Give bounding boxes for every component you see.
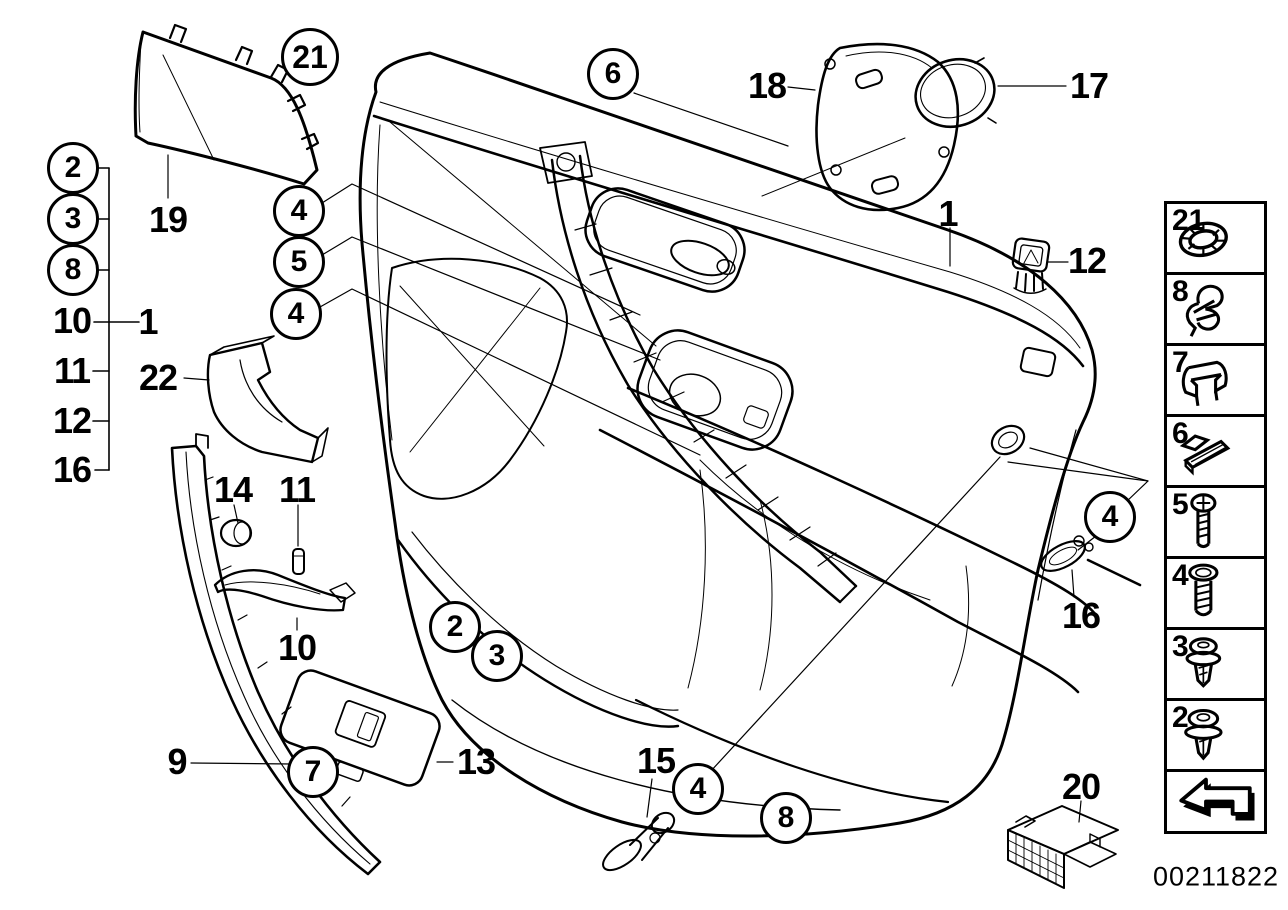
callout-circle-6[interactable]: 6 (587, 48, 639, 100)
callout-circle-8b[interactable]: 8 (760, 792, 812, 844)
trim-strip-9 (170, 433, 382, 876)
legend-item-8[interactable]: 8 (1164, 272, 1267, 346)
legend-item-label: 3 (1172, 630, 1189, 663)
callout-circle-3[interactable]: 3 (47, 193, 99, 245)
callout-label: 4 (1101, 500, 1119, 533)
label-12-legend[interactable]: 12 (52, 400, 92, 441)
callout-label: 4 (689, 772, 707, 805)
legend-direction-arrow[interactable] (1164, 769, 1267, 834)
pin-11 (292, 548, 305, 575)
label-10[interactable]: 10 (277, 627, 317, 668)
armrest-grip-opening (636, 329, 794, 451)
torx-screw-icon (1188, 563, 1219, 617)
courtesy-lamp-20 (1007, 805, 1119, 889)
window-switch-panel-13 (279, 669, 441, 787)
label-10-legend[interactable]: 10 (52, 300, 92, 341)
legend-item-7[interactable]: 7 (1164, 343, 1267, 417)
callout-circle-4b[interactable]: 4 (270, 288, 322, 340)
label-22[interactable]: 22 (138, 357, 178, 398)
callout-circle-21[interactable]: 21 (281, 28, 339, 86)
expansion-rivet-icon (1184, 708, 1223, 761)
label-11[interactable]: 11 (278, 469, 316, 510)
clip-12 (1011, 237, 1051, 294)
label-13[interactable]: 13 (456, 741, 496, 782)
legend-item-21[interactable]: 21 (1164, 201, 1267, 275)
legend-item-label: 5 (1172, 488, 1189, 521)
expansion-rivet-icon (1185, 637, 1222, 688)
legend-item-label: 4 (1172, 559, 1189, 592)
legend-item-label: 2 (1172, 701, 1189, 734)
callout-label: 2 (446, 610, 464, 643)
callout-label: 6 (604, 57, 622, 90)
legend-item-label: 7 (1172, 346, 1189, 379)
callout-label: 5 (290, 245, 308, 278)
label-20[interactable]: 20 (1061, 766, 1101, 807)
callout-circle-4c[interactable]: 4 (672, 763, 724, 815)
label-11-legend[interactable]: 11 (53, 350, 91, 391)
callout-label: 3 (488, 639, 506, 672)
speaker-plate-18 (761, 42, 960, 212)
label-1-legend[interactable]: 1 (138, 301, 158, 342)
callout-label: 3 (64, 202, 82, 235)
cap-14 (219, 518, 253, 548)
diagram-number: 00211822 (1152, 861, 1280, 892)
callout-circle-2[interactable]: 2 (47, 142, 99, 194)
door-trim-panel (358, 51, 1100, 838)
phillips-screw-icon (1190, 493, 1217, 548)
callout-label: 4 (287, 297, 305, 330)
label-9[interactable]: 9 (167, 741, 187, 782)
callout-circle-7[interactable]: 7 (287, 746, 339, 798)
pull-handle-10 (213, 569, 356, 612)
legend-item-5[interactable]: 5 (1164, 485, 1267, 559)
callout-label: 8 (64, 253, 82, 286)
callout-circle-8[interactable]: 8 (47, 244, 99, 296)
label-16[interactable]: 16 (1061, 595, 1101, 636)
callout-circle-5[interactable]: 5 (273, 236, 325, 288)
label-17[interactable]: 17 (1069, 65, 1109, 106)
clamp-clip-icon (1181, 360, 1228, 407)
direction-arrow-icon (1179, 777, 1255, 821)
label-12[interactable]: 12 (1067, 240, 1107, 281)
label-1[interactable]: 1 (938, 193, 958, 234)
callout-circle-2b[interactable]: 2 (429, 601, 481, 653)
callout-circle-4d[interactable]: 4 (1084, 491, 1136, 543)
callout-label: 8 (777, 801, 795, 834)
mirror-triangle-trim-19 (133, 23, 320, 186)
label-18[interactable]: 18 (747, 65, 787, 106)
callout-label: 7 (304, 755, 322, 788)
label-14[interactable]: 14 (213, 469, 253, 510)
label-15[interactable]: 15 (636, 740, 676, 781)
legend-item-4[interactable]: 4 (1164, 556, 1267, 630)
legend-item-2[interactable]: 2 (1164, 698, 1267, 772)
legend-item-label: 6 (1172, 417, 1189, 450)
label-16-legend[interactable]: 16 (52, 449, 92, 490)
legend-item-label: 8 (1172, 275, 1189, 308)
label-19[interactable]: 19 (148, 199, 188, 240)
left-legend-bracket (92, 167, 140, 471)
fastener-15 (602, 811, 676, 872)
callout-circle-3b[interactable]: 3 (471, 630, 523, 682)
hardware-legend: 21 8 (1164, 201, 1267, 834)
callout-circle-4a[interactable]: 4 (273, 185, 325, 237)
door-handle-bezel (584, 187, 746, 293)
callout-label: 2 (64, 151, 82, 184)
spring-clip-icon (1185, 284, 1224, 337)
legend-item-3[interactable]: 3 (1164, 627, 1267, 701)
leader-lines (167, 85, 1149, 823)
rail-clip-icon (1179, 434, 1231, 476)
speaker-cover-17 (914, 57, 997, 129)
pull-handle-bracket-22 (206, 335, 329, 464)
callout-label: 4 (290, 194, 308, 227)
legend-item-6[interactable]: 6 (1164, 414, 1267, 488)
tool-16 (1040, 535, 1142, 587)
decor-strip (539, 141, 858, 604)
grommet-washer-icon (1178, 221, 1228, 258)
callout-label: 21 (292, 39, 328, 75)
